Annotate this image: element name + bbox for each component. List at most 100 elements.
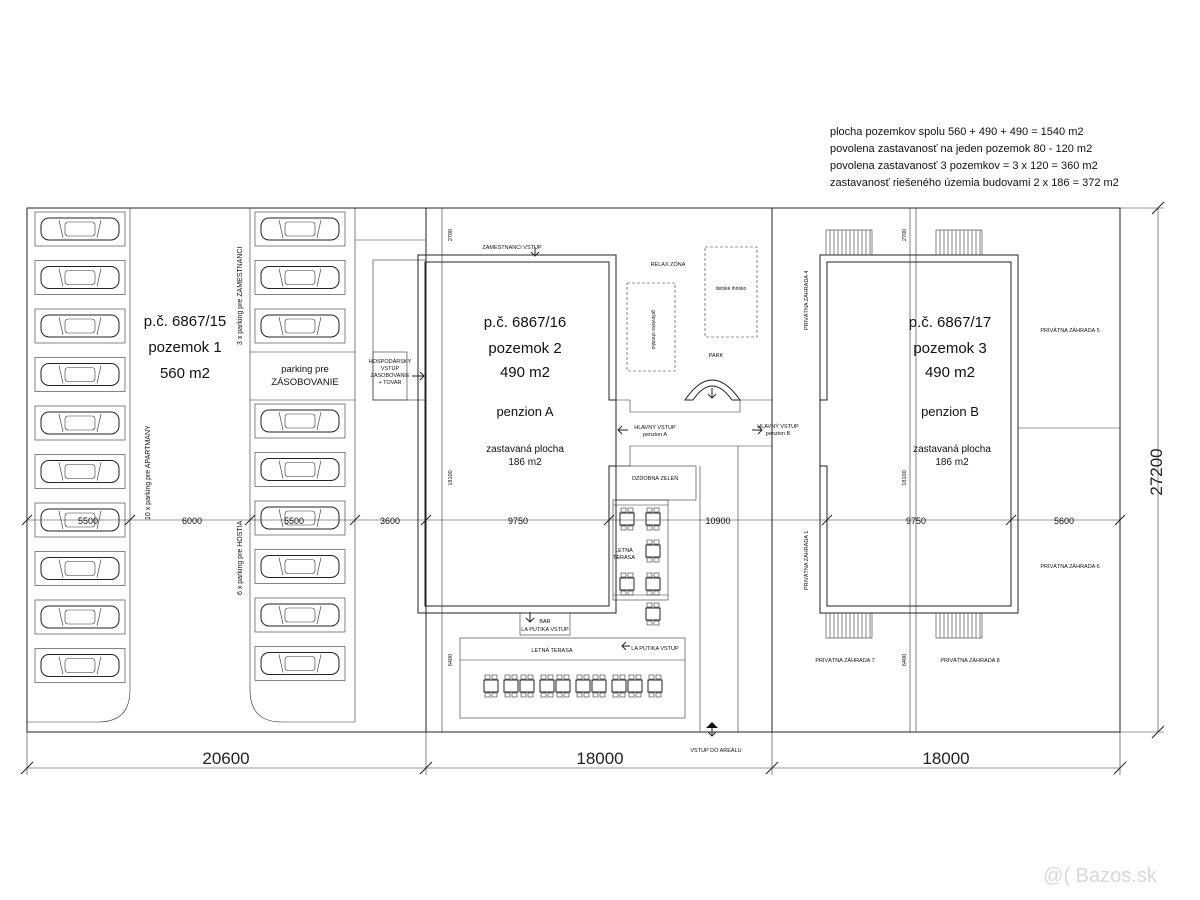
plot-2-area: 490 m2 bbox=[500, 364, 550, 381]
parking-spot bbox=[254, 646, 346, 681]
chair bbox=[620, 525, 627, 531]
car-icon bbox=[34, 551, 126, 586]
garden-1-label: PRIVÁTNA ZÁHRADA 1 bbox=[803, 531, 810, 590]
balcony-frame bbox=[825, 229, 873, 256]
car-rear-window bbox=[96, 413, 102, 433]
building-a-built-area: 186 m2 bbox=[508, 457, 542, 468]
balcony-frame bbox=[825, 612, 873, 639]
greenery-box bbox=[615, 465, 697, 501]
balcony-hatch bbox=[825, 612, 873, 639]
area-notes: plocha pozemkov spolu 560 + 490 + 490 = … bbox=[830, 126, 1119, 189]
dim-tick bbox=[1114, 514, 1126, 526]
parking-row-apartmany bbox=[34, 211, 126, 683]
car-icon bbox=[34, 405, 126, 441]
car-icon bbox=[34, 648, 126, 683]
dim-5500-a: 5500 bbox=[78, 516, 98, 526]
car-windshield bbox=[278, 460, 284, 479]
arrow-icon bbox=[525, 612, 535, 623]
bar-label-1: BAR bbox=[539, 619, 550, 625]
dim-tick bbox=[420, 514, 432, 526]
chair bbox=[627, 525, 634, 531]
table-icon bbox=[555, 674, 571, 698]
chair bbox=[520, 674, 527, 680]
table-icon bbox=[619, 507, 635, 531]
car-roof bbox=[284, 413, 316, 429]
car-windshield bbox=[58, 413, 64, 433]
parking-spot bbox=[254, 452, 346, 487]
dim-18000-b: 18000 bbox=[922, 749, 969, 768]
car-windshield bbox=[58, 365, 64, 384]
car-body bbox=[40, 654, 120, 677]
table-top bbox=[575, 679, 591, 693]
parking-supply-label-2: ZÁSOBOVANIE bbox=[271, 377, 338, 388]
table-icon bbox=[645, 602, 661, 626]
table-icon bbox=[645, 572, 661, 596]
parking-spot bbox=[254, 597, 346, 633]
relax-zone-label: RELAX ZÓNA bbox=[651, 261, 686, 268]
car-roof bbox=[64, 464, 96, 479]
main-entrance-a-label-2: penzion A bbox=[643, 432, 667, 438]
table-top bbox=[591, 679, 607, 693]
garden-7-label: PRIVÁTNA ZÁHRADA 7 bbox=[815, 657, 874, 664]
car-body bbox=[260, 506, 340, 530]
car-body bbox=[40, 314, 120, 338]
table-icon bbox=[647, 674, 663, 698]
site-boundary bbox=[26, 207, 1121, 733]
terrace-tables-small bbox=[619, 507, 661, 626]
car-windshield bbox=[278, 268, 284, 287]
car-rear-window bbox=[316, 316, 322, 336]
chair bbox=[527, 692, 534, 698]
dim-tick bbox=[603, 514, 615, 526]
dim-tick bbox=[21, 514, 33, 526]
supply-entrance-label-1: HOSPODÁRSKY bbox=[369, 358, 412, 365]
chair bbox=[635, 692, 642, 698]
note-1: plocha pozemkov spolu 560 + 490 + 490 = … bbox=[830, 126, 1084, 138]
car-icon bbox=[34, 260, 126, 295]
parking-supply-label-1: parking pre bbox=[281, 364, 329, 375]
parking-spot bbox=[34, 599, 126, 635]
chair bbox=[653, 557, 660, 563]
supply-entrance-label-4: + TOVAR bbox=[378, 380, 401, 386]
table-icon bbox=[539, 674, 555, 698]
building-a-name: penzion A bbox=[496, 404, 553, 419]
car-windshield bbox=[278, 508, 284, 528]
main-entrance-a-label-1: HLAVNÝ VSTUP bbox=[634, 424, 676, 431]
arrow-icon bbox=[617, 425, 628, 435]
car-rear-window bbox=[96, 365, 102, 384]
car-roof bbox=[284, 221, 316, 237]
table-top bbox=[647, 679, 663, 693]
car-roof bbox=[64, 415, 96, 431]
table-top bbox=[555, 679, 571, 693]
chair bbox=[484, 674, 491, 680]
table-icon bbox=[503, 674, 519, 698]
car-roof bbox=[284, 270, 316, 285]
dim-9750-a: 9750 bbox=[508, 516, 528, 526]
plot-1-area: 560 m2 bbox=[160, 365, 210, 382]
table-top bbox=[645, 607, 661, 621]
table-icon bbox=[591, 674, 607, 698]
table-top bbox=[619, 577, 635, 591]
car-roof bbox=[64, 318, 96, 334]
car-rear-window bbox=[96, 316, 102, 336]
dim-18000-a: 18000 bbox=[576, 749, 623, 768]
chair bbox=[653, 620, 660, 626]
car-icon bbox=[254, 549, 346, 584]
parking-spot bbox=[34, 551, 126, 586]
car-rear-window bbox=[316, 219, 322, 239]
chair bbox=[620, 572, 627, 578]
table-top bbox=[539, 679, 555, 693]
parking-spot bbox=[34, 211, 126, 247]
arrow-icon bbox=[621, 641, 630, 651]
building-b-inner bbox=[819, 261, 1012, 607]
table-icon bbox=[519, 674, 535, 698]
car-body bbox=[40, 557, 120, 580]
car-body bbox=[40, 266, 120, 289]
car-roof bbox=[284, 559, 316, 574]
chair bbox=[547, 692, 554, 698]
chair bbox=[646, 525, 653, 531]
dim-6000: 6000 bbox=[182, 516, 202, 526]
chair bbox=[646, 557, 653, 563]
dim-10900: 10900 bbox=[705, 516, 730, 526]
car-icon bbox=[34, 308, 126, 344]
plot-3-parcel: p.č. 6867/17 bbox=[909, 314, 992, 331]
